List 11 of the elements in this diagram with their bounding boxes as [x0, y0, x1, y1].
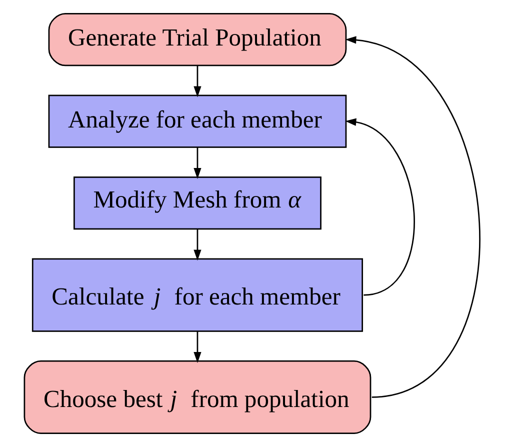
arrow — [194, 229, 202, 261]
arrow — [194, 66, 202, 98]
node-box: Generate Trial Population — [48, 13, 347, 66]
node-box: Modify Mesh from α — [74, 176, 322, 230]
node-box: Calculate j for each member — [32, 258, 363, 332]
arrow — [194, 147, 202, 179]
arrow — [345, 118, 415, 296]
arrow — [345, 36, 480, 398]
node-box: Choose best j from population — [24, 360, 372, 434]
node-box: Analyze for each member — [48, 94, 347, 148]
arrow — [194, 331, 202, 363]
